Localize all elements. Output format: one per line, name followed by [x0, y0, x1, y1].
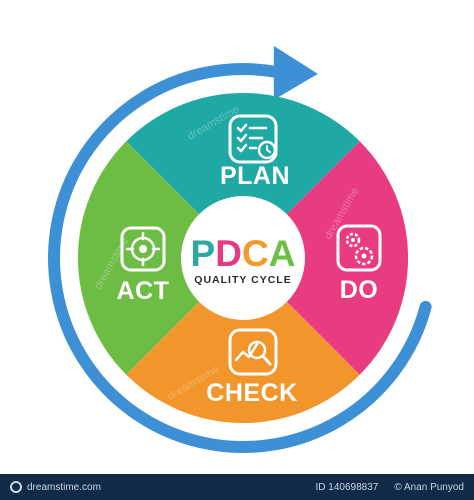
center-subtitle: QUALITY CYCLE	[194, 274, 291, 286]
center-title-letter-d: D	[215, 233, 242, 274]
stock-footer: dreamstime.com ID 140698837 © Anan Punyo…	[0, 474, 474, 500]
brand-logo-icon	[10, 481, 22, 493]
act-segment	[77, 141, 243, 375]
footer-brand-text: dreamstime.com	[27, 481, 101, 493]
do-group: DO	[336, 224, 382, 304]
cycle-arrow-head	[273, 45, 318, 100]
check-label: CHECK	[206, 379, 297, 407]
cycle-arrow	[48, 45, 432, 454]
check-group: CHECK	[206, 328, 297, 407]
center-title-letter-c: C	[242, 233, 269, 274]
footer-author: © Anan Punyod	[394, 481, 464, 493]
act-group: ACT	[117, 226, 170, 305]
plan-segment	[126, 92, 360, 259]
center-hub: PDCA QUALITY CYCLE	[181, 196, 305, 320]
do-label: DO	[340, 276, 379, 304]
footer-meta: ID 140698837 © Anan Punyod	[316, 482, 465, 493]
checklist-clock-icon	[228, 114, 278, 164]
center-circle	[181, 196, 305, 320]
plan-group: PLAN	[220, 114, 290, 190]
cycle-arrow-arc	[48, 63, 432, 454]
center-title: PDCA	[191, 233, 296, 274]
target-icon	[120, 226, 166, 272]
center-title-letter-a: A	[269, 233, 296, 274]
do-segment	[243, 141, 409, 375]
pdca-wheel	[77, 92, 409, 424]
plan-label: PLAN	[220, 162, 290, 190]
check-segment	[126, 258, 360, 424]
magnifier-chart-icon	[228, 328, 278, 376]
act-label: ACT	[117, 277, 170, 305]
footer-brand: dreamstime.com	[10, 481, 101, 493]
footer-id: ID 140698837	[315, 481, 379, 493]
center-title-letter-p: P	[191, 233, 216, 274]
gears-icon	[336, 224, 382, 272]
